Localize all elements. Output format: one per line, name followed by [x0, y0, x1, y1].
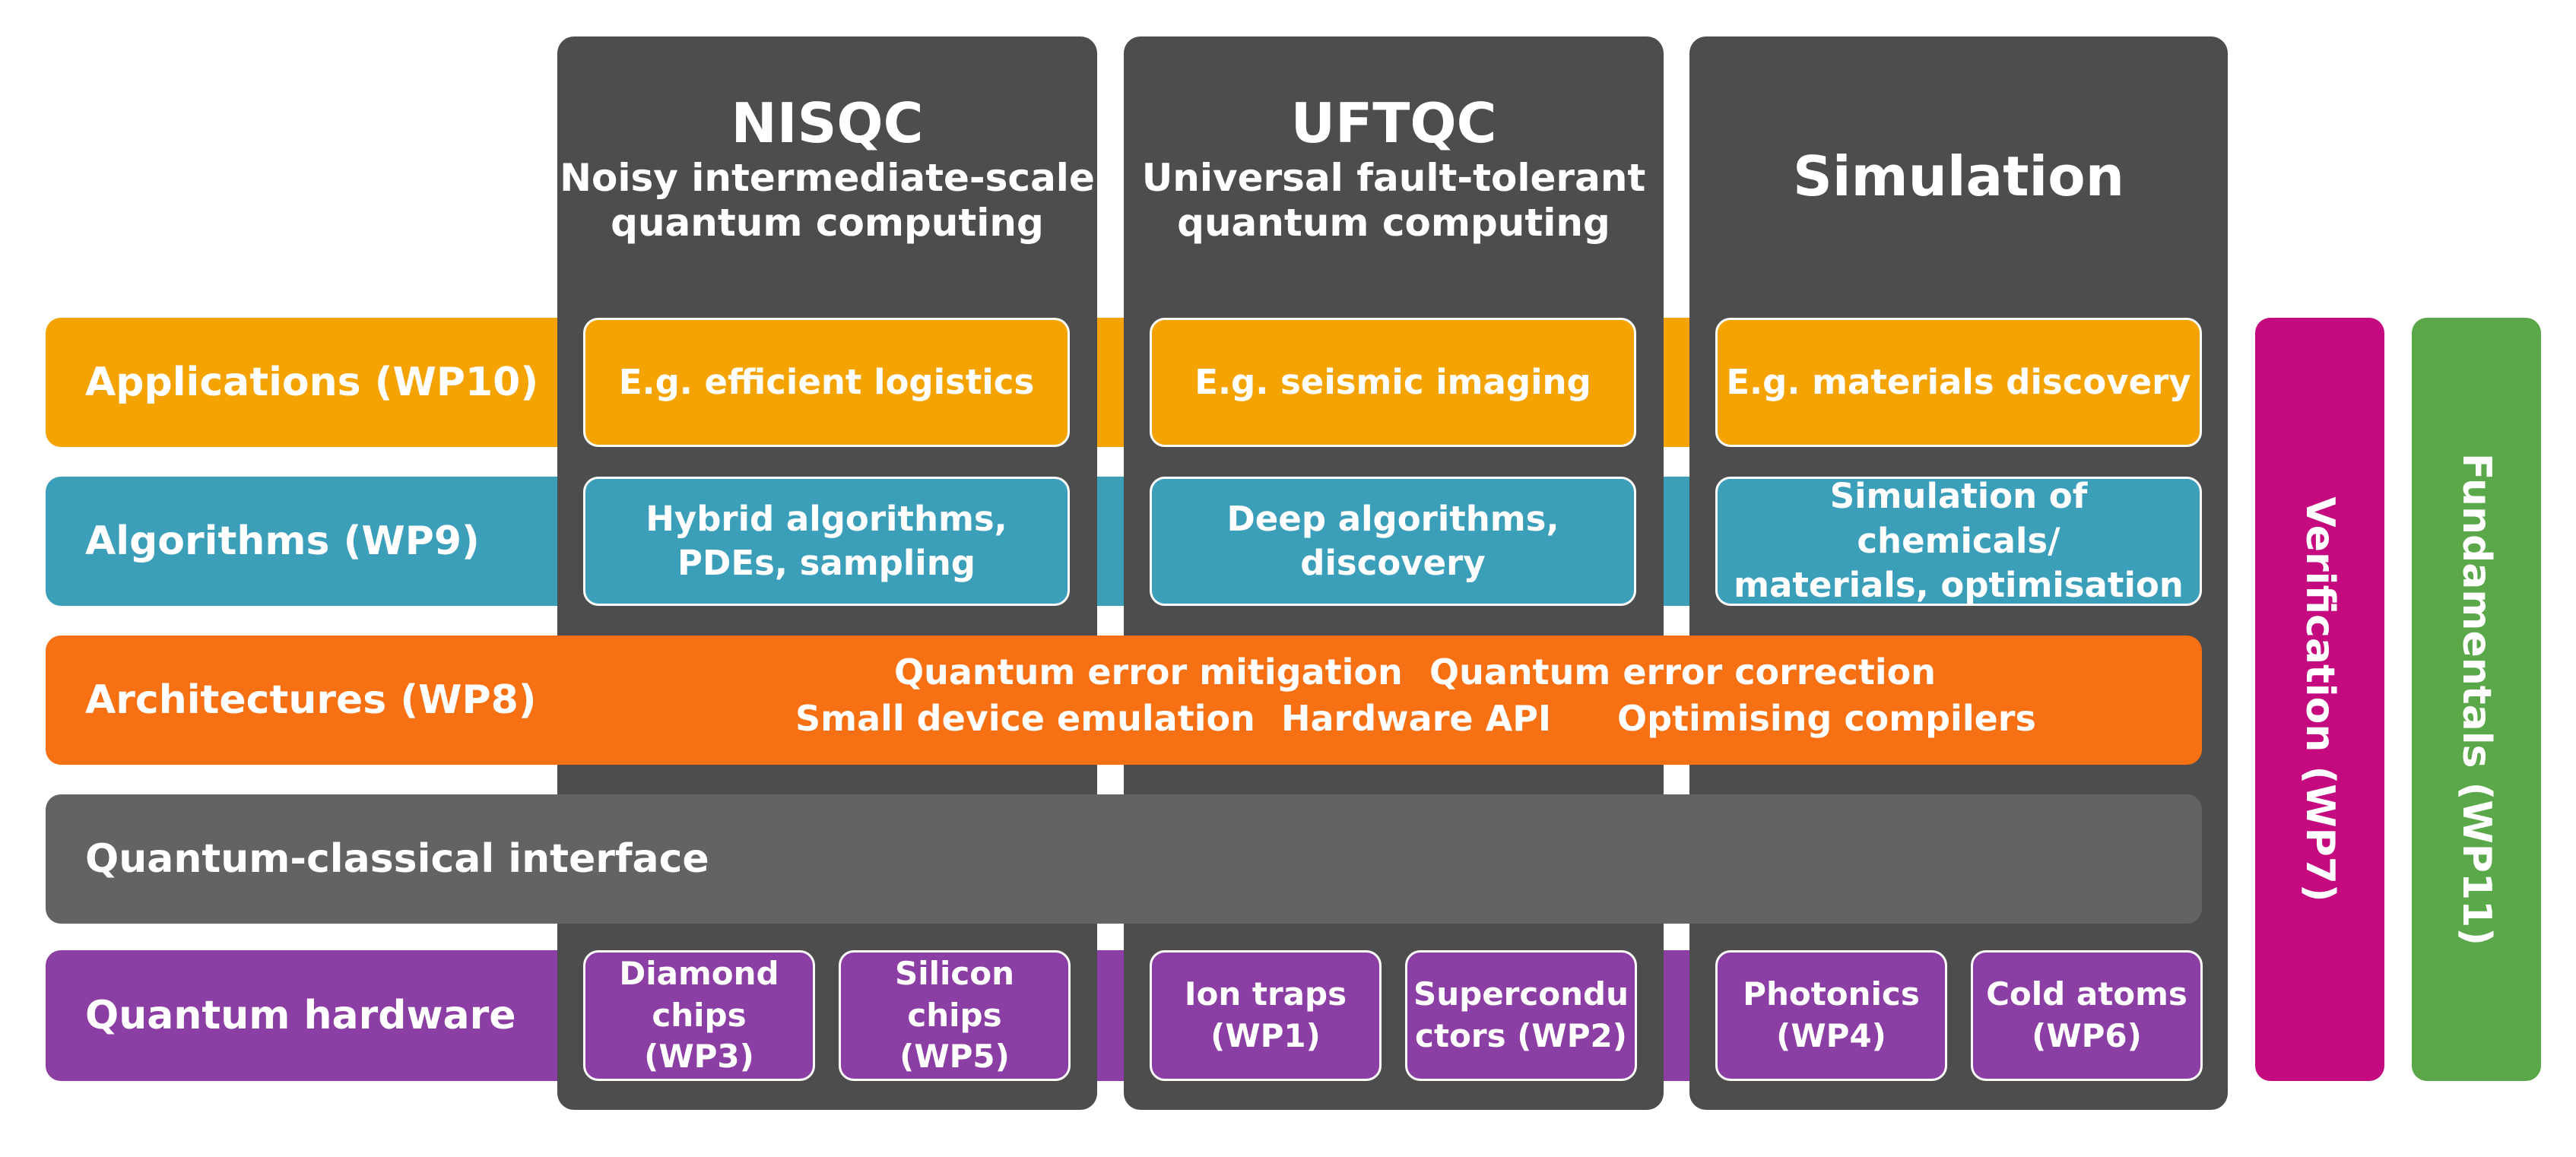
photonics-line1: Photonics — [1743, 975, 1920, 1013]
superconductors-line1: Supercondu — [1413, 975, 1629, 1013]
uftqc-title: UFTQC — [1290, 91, 1497, 155]
error-correction-text: Quantum error correction — [1429, 651, 1937, 693]
cold-atoms-line1: Cold atoms — [1986, 975, 2187, 1013]
nisqc-algorithm-box: Hybrid algorithms, PDEs, sampling — [583, 477, 1070, 606]
ion-traps-line1: Ion traps — [1184, 975, 1347, 1013]
algorithms-label: Algorithms (WP9) — [85, 518, 480, 564]
cold-atoms-line2: (WP6) — [2032, 1017, 2142, 1054]
uftqc-subtitle-line2: quantum computing — [1177, 200, 1610, 245]
nisqc-algorithm-line2: PDEs, sampling — [677, 543, 976, 583]
diamond-line1: Diamond — [619, 955, 779, 993]
fundamentals-label: Fundamentals (WP11) — [2454, 453, 2499, 946]
column-nisqc-title: NISQC Noisy intermediate-scale quantum c… — [557, 91, 1097, 246]
nisqc-title: NISQC — [731, 91, 924, 155]
column-uftqc-title: UFTQC Universal fault-tolerant quantum c… — [1124, 91, 1664, 246]
diamond-line2: chips (WP3) — [644, 996, 754, 1076]
emulation-text: Small device emulation — [795, 698, 1255, 739]
hardware-api-text: Hardware API — [1281, 698, 1552, 739]
hardware-box-superconductors: Supercondu ctors (WP2) — [1405, 950, 1637, 1081]
uftqc-algorithm-box: Deep algorithms, discovery — [1150, 477, 1636, 606]
nisqc-algorithm-line1: Hybrid algorithms, — [646, 498, 1007, 539]
interface-label: Quantum-classical interface — [85, 836, 709, 882]
architectures-label: Architectures (WP8) — [85, 677, 537, 723]
hardware-label: Quantum hardware — [85, 993, 516, 1038]
hardware-box-cold-atoms: Cold atoms (WP6) — [1971, 950, 2203, 1081]
column-simulation-title: Simulation — [1689, 144, 2228, 209]
nisqc-application-text: E.g. efficient logistics — [618, 361, 1035, 402]
uftqc-algorithm-line1: Deep algorithms, — [1226, 498, 1559, 539]
uftqc-application-box: E.g. seismic imaging — [1150, 318, 1636, 447]
compilers-text: Optimising compilers — [1617, 698, 2036, 739]
uftqc-application-text: E.g. seismic imaging — [1194, 361, 1591, 402]
interface-band: Quantum-classical interface — [46, 794, 2202, 924]
error-mitigation-text: Quantum error mitigation — [894, 651, 1403, 693]
superconductors-line2: ctors (WP2) — [1415, 1017, 1627, 1054]
uftqc-subtitle-line1: Universal fault-tolerant — [1141, 155, 1646, 200]
nisqc-subtitle-line2: quantum computing — [611, 200, 1044, 245]
simulation-application-text: E.g. materials discovery — [1726, 361, 2191, 402]
silicon-line2: chips (WP5) — [899, 996, 1010, 1076]
simulation-algorithm-line1: Simulation of chemicals/ — [1829, 476, 2088, 561]
fundamentals-bar: Fundamentals (WP11) — [2412, 318, 2541, 1081]
silicon-line1: Silicon — [894, 955, 1015, 993]
architectures-band: Architectures (WP8) — [46, 636, 2202, 765]
nisqc-application-box: E.g. efficient logistics — [583, 318, 1070, 447]
nisqc-subtitle-line1: Noisy intermediate-scale — [560, 155, 1095, 200]
simulation-application-box: E.g. materials discovery — [1715, 318, 2202, 447]
simulation-algorithm-line2: materials, optimisation — [1734, 565, 2184, 606]
verification-label: Verification (WP7) — [2297, 496, 2343, 902]
hardware-box-silicon: Silicon chips (WP5) — [839, 950, 1071, 1081]
photonics-line2: (WP4) — [1776, 1017, 1886, 1054]
ion-traps-line2: (WP1) — [1210, 1017, 1321, 1054]
hardware-box-photonics: Photonics (WP4) — [1715, 950, 1947, 1081]
uftqc-algorithm-line2: discovery — [1300, 543, 1486, 583]
hardware-box-ion-traps: Ion traps (WP1) — [1150, 950, 1382, 1081]
simulation-algorithm-box: Simulation of chemicals/ materials, opti… — [1715, 476, 2202, 606]
simulation-title: Simulation — [1793, 144, 2124, 208]
applications-label: Applications (WP10) — [85, 360, 539, 405]
hardware-box-diamond: Diamond chips (WP3) — [583, 950, 815, 1081]
verification-bar: Verification (WP7) — [2255, 318, 2384, 1081]
